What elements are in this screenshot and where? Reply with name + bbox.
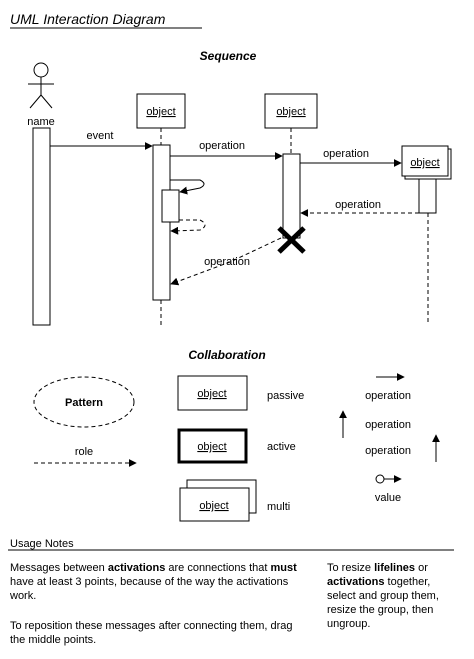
operation-message-label-1: operation (199, 140, 245, 152)
role-label: role (75, 446, 93, 458)
activation-bar-2[interactable] (282, 153, 301, 239)
operation-label-3: operation (365, 445, 411, 457)
object-label-2: object (276, 106, 305, 118)
actor-icon[interactable] (28, 62, 54, 109)
collaboration-heading: Collaboration (188, 348, 265, 362)
multi-label: multi (267, 501, 290, 513)
self-message-arrow[interactable] (170, 179, 205, 195)
nested-activation-bar[interactable] (161, 189, 180, 223)
object-box-3[interactable] (401, 145, 449, 177)
passive-object-label: object (197, 388, 226, 400)
usage-notes-heading: Usage Notes (10, 538, 74, 550)
object-box-2[interactable] (264, 93, 318, 129)
active-object-box[interactable] (177, 428, 248, 464)
passive-object-box[interactable] (177, 375, 248, 411)
operation-label-2: operation (365, 419, 411, 431)
usage-note-3: To resize lifelines or activations toget… (327, 562, 439, 630)
event-message-label: event (87, 130, 114, 142)
pattern-label: Pattern (65, 397, 103, 409)
multi-object-box[interactable] (179, 487, 250, 522)
actor-name-label: name (27, 116, 55, 128)
return-message-label-1: operation (335, 199, 381, 211)
value-circle-icon (375, 474, 385, 484)
actor-activation-bar[interactable] (32, 127, 51, 326)
activation-bar-3[interactable] (418, 178, 437, 214)
object-label-1: object (146, 106, 175, 118)
active-label: active (267, 441, 296, 453)
sequence-heading: Sequence (200, 49, 257, 63)
destroy-x-icon (277, 226, 306, 254)
usage-note-2: To reposition these messages after conne… (10, 620, 293, 646)
diagram-title: UML Interaction Diagram (10, 11, 166, 27)
usage-note-1: Messages between activations are connect… (10, 562, 297, 602)
active-object-label: object (197, 441, 226, 453)
pattern-ellipse[interactable] (33, 376, 135, 428)
object-label-3: object (410, 157, 439, 169)
return-message-arrow-2[interactable] (170, 237, 282, 286)
operation-label-1: operation (365, 390, 411, 402)
self-return-arrow[interactable] (170, 219, 206, 235)
operation-message-label-2: operation (323, 148, 369, 160)
passive-label: passive (267, 390, 304, 402)
value-label: value (375, 492, 401, 504)
return-message-label-2: operation (204, 256, 250, 268)
multi-object-label: object (199, 500, 228, 512)
